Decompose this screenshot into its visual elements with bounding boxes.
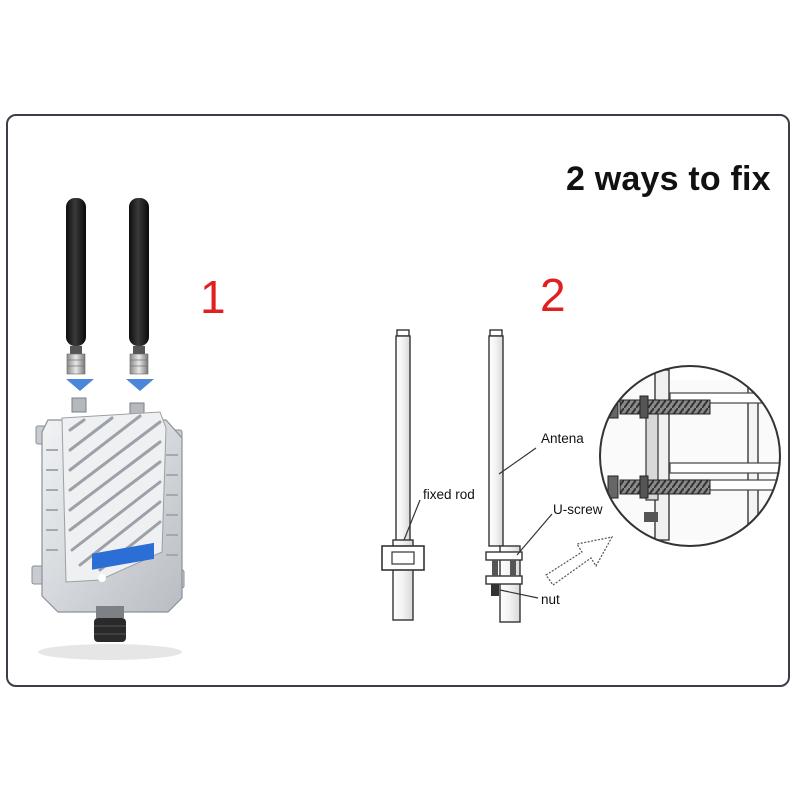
antenna-right [129, 198, 149, 375]
callout-nut: nut [541, 592, 560, 607]
callout-fixed-rod: fixed rod [423, 487, 475, 502]
fixed-rod-diagram [381, 329, 425, 621]
diagram-title: 2 ways to fix [566, 160, 771, 198]
arrow-down-icon [126, 379, 154, 391]
antenna-pole-diagram [485, 329, 553, 623]
method-number-1: 1 [200, 271, 226, 323]
outdoor-access-point [31, 397, 185, 660]
antenna-left [66, 198, 86, 375]
method-number-2: 2 [540, 269, 566, 321]
callout-antena: Antena [541, 431, 584, 446]
arrow-right-icon [545, 536, 614, 586]
u-screw-detail-zoom [599, 365, 781, 547]
arrow-down-icon [66, 379, 94, 391]
callout-u-screw: U-screw [553, 502, 603, 517]
